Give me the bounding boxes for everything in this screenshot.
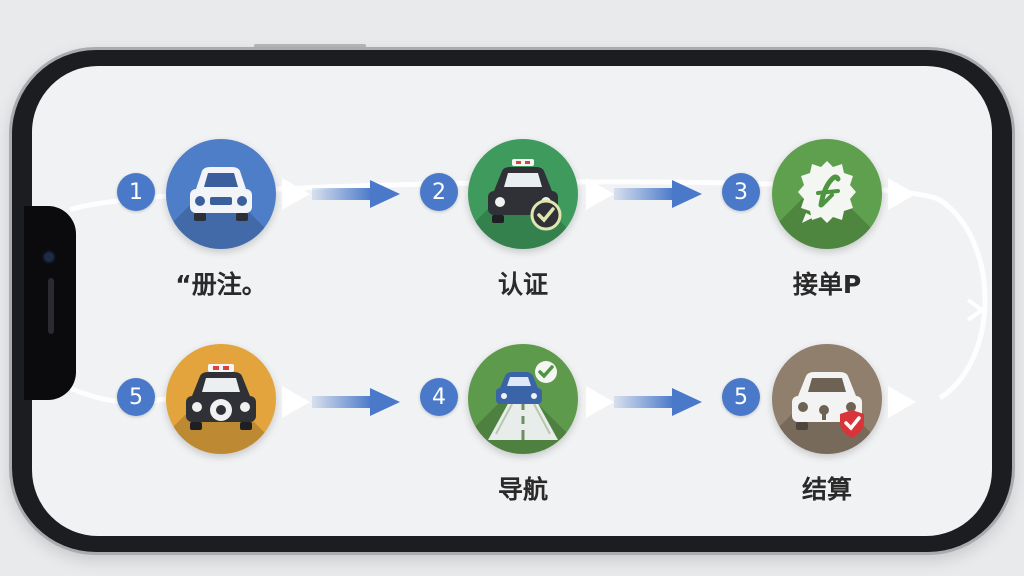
step-label-2: 认证 xyxy=(497,270,548,299)
step-circle-2[interactable] xyxy=(468,139,578,249)
step-circle-4[interactable] xyxy=(468,344,578,454)
taxi-steering-icon xyxy=(186,364,256,430)
chevron-icon xyxy=(888,178,916,210)
step-circle-5[interactable] xyxy=(772,344,882,454)
step-number-badge: 4 xyxy=(420,378,458,416)
arrow-5-4 xyxy=(312,388,400,416)
camera-icon xyxy=(44,252,54,262)
chevron-icon xyxy=(282,178,310,210)
step-label-1: “册注。 xyxy=(175,270,267,299)
taxi-front-icon xyxy=(190,167,252,221)
step-circle-3[interactable] xyxy=(772,139,882,249)
flow-curve-right-arrow xyxy=(966,298,986,322)
chevron-icon xyxy=(888,386,916,418)
car-verified-icon xyxy=(488,159,562,231)
phone-top-button xyxy=(254,44,366,50)
chevron-icon xyxy=(586,178,614,210)
step-label-3: 接单P xyxy=(792,270,862,299)
road-navigation-icon xyxy=(488,361,558,440)
chevron-icon xyxy=(586,386,614,418)
step-number-badge: 5 xyxy=(117,378,155,416)
arrow-2-3 xyxy=(614,180,702,208)
step-number-badge: 2 xyxy=(420,173,458,211)
gear-badge-icon xyxy=(798,161,856,223)
step-label-5: 结算 xyxy=(801,475,852,504)
phone-bottom-button-left xyxy=(164,550,294,555)
arrow-1-2 xyxy=(312,180,400,208)
speaker-grille xyxy=(48,278,54,334)
step-label-4: 导航 xyxy=(497,475,548,504)
step-number-badge: 1 xyxy=(117,173,155,211)
step-number-badge: 3 xyxy=(722,173,760,211)
chevron-icon xyxy=(282,386,310,418)
step-circle-taxi[interactable] xyxy=(166,344,276,454)
step-circle-1[interactable] xyxy=(166,139,276,249)
step-number-badge: 5 xyxy=(722,378,760,416)
car-shield-icon xyxy=(792,372,864,438)
arrow-4-5 xyxy=(614,388,702,416)
phone-bottom-button-right xyxy=(314,550,414,555)
